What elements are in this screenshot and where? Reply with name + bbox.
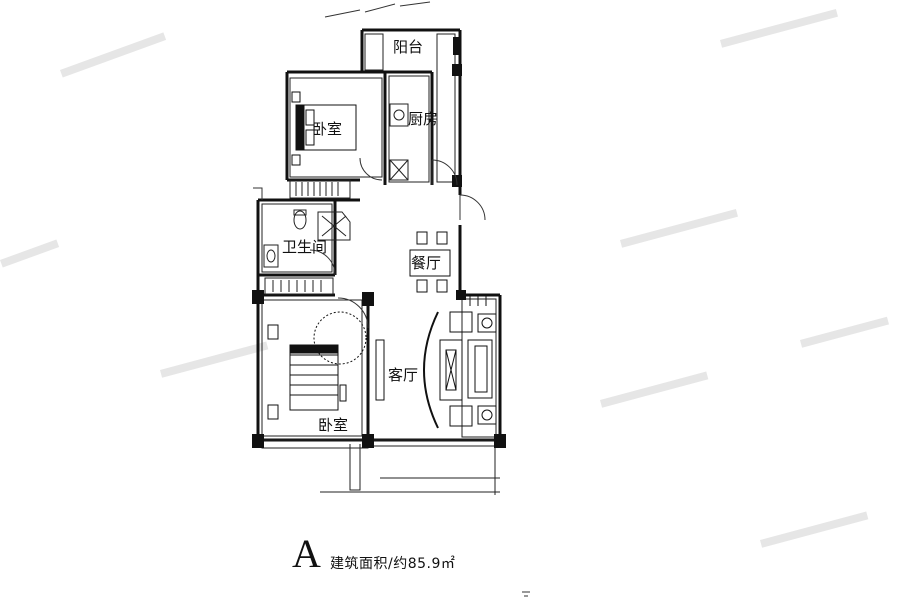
watermark-marks (0, 8, 890, 548)
room-label-bedroom-bottom: 卧室 (318, 416, 348, 434)
doors (253, 157, 486, 329)
building-area-caption: 建筑面积/约85.9㎡ (330, 556, 456, 572)
room-label-bedroom-top: 卧室 (312, 120, 342, 138)
top-dimension-marks (324, 1, 431, 18)
bed-top (291, 91, 357, 166)
room-label-kitchen: 厨房 (408, 110, 438, 128)
bathroom-fixtures (263, 209, 351, 268)
bottom-marks (522, 591, 530, 597)
wardrobe-upper (289, 179, 351, 199)
bed-bottom (267, 311, 367, 420)
walls (256, 28, 502, 442)
plan-type-letter: A (292, 531, 321, 576)
room-label-balcony: 阳台 (393, 38, 423, 56)
room-label-living: 客厅 (388, 366, 418, 384)
living-furniture (375, 296, 497, 429)
dining-table (409, 231, 451, 293)
wardrobe-lower (264, 277, 334, 295)
room-label-bathroom: 卫生间 (282, 238, 327, 256)
room-label-dining: 餐厅 (411, 254, 441, 272)
